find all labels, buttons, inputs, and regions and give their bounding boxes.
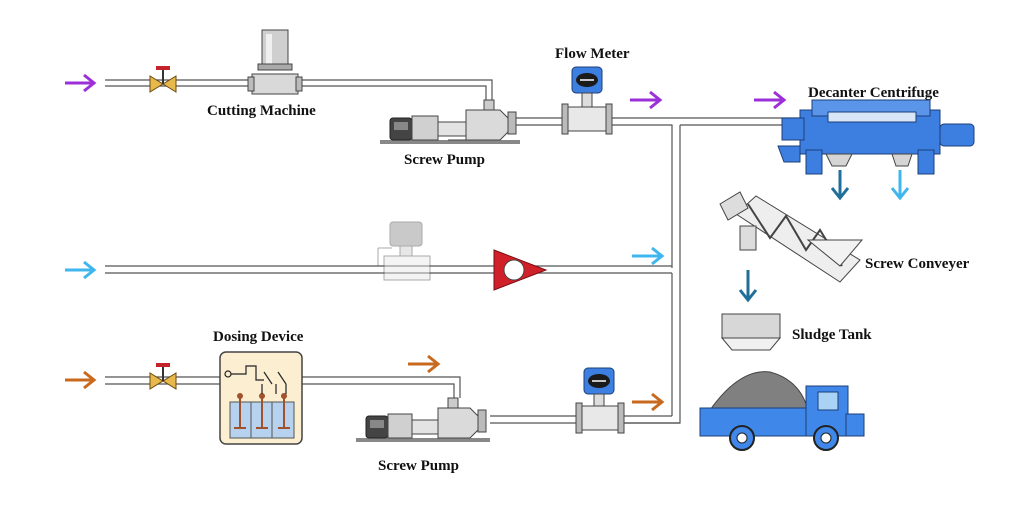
label-decanter-centrifuge: Decanter Centrifuge [808, 85, 939, 101]
sludge-tank [720, 313, 782, 351]
screw-pump-top [380, 99, 520, 144]
water-flow-arrow [632, 246, 665, 266]
solids-discharge-arrow [830, 170, 850, 201]
dosing-device [219, 351, 303, 445]
flow-meter-bottom [575, 367, 625, 434]
flow-meter-top [561, 66, 613, 135]
chemical-to-line-arrow [632, 392, 665, 412]
valve-sludge[interactable] [149, 66, 177, 93]
sludge-inlet-arrow [65, 73, 97, 93]
screw-conveyer [719, 191, 864, 283]
conveyer-to-tank-arrow [738, 270, 758, 303]
cutting-machine [247, 29, 303, 95]
screw-pump-bottom [356, 397, 490, 442]
pipe-sludge-inlet [105, 79, 493, 100]
valve-chemical[interactable] [149, 363, 177, 390]
label-cutting-machine: Cutting Machine [207, 103, 316, 119]
label-screw-pump-top: Screw Pump [404, 152, 485, 168]
sludge-flow-arrow [630, 90, 663, 110]
sludge-truck [699, 371, 865, 451]
flow-arrows [65, 73, 910, 412]
decanter-centrifuge [777, 99, 975, 175]
liquid-discharge-arrow [890, 170, 910, 201]
water-flow-meter [377, 221, 431, 281]
water-inlet-arrow [65, 260, 97, 280]
chemical-inlet-arrow [65, 370, 97, 390]
label-dosing-device: Dosing Device [213, 329, 304, 345]
label-screw-pump-bottom: Screw Pump [378, 458, 459, 474]
label-screw-conveyer: Screw Conveyer [865, 256, 970, 272]
chemical-flow-arrow [408, 354, 441, 374]
water-pump [493, 249, 548, 291]
label-sludge-tank: Sludge Tank [792, 327, 872, 343]
sludge-to-centrifuge-arrow [754, 90, 787, 110]
label-flow-meter: Flow Meter [555, 46, 630, 62]
